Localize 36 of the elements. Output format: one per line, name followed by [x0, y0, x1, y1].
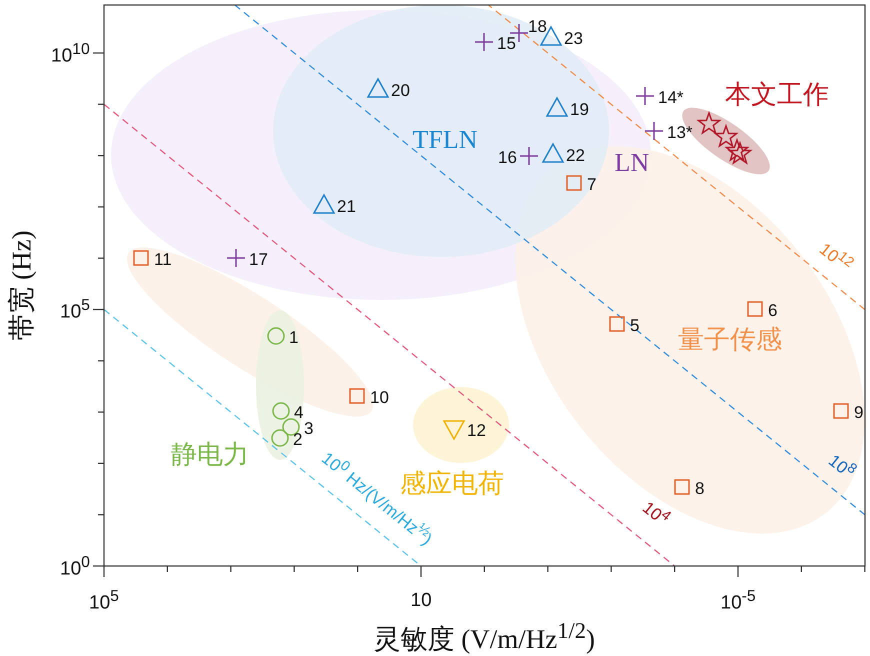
point-label: 12 [467, 422, 486, 438]
region-label: LN [614, 150, 650, 176]
axis-title: 带宽 (Hz) [8, 230, 36, 341]
point-label: 3 [304, 420, 314, 436]
point-label: 13* [667, 124, 693, 140]
region-label: 量子传感 [678, 327, 782, 353]
point-label: 16 [498, 148, 517, 166]
point-label: 6 [768, 302, 778, 318]
point-label: 15 [497, 34, 516, 52]
tick-label: 10$^{5}$ [60, 298, 90, 322]
point-label: 2 [293, 430, 302, 448]
tick-label: 10$^{-5}$ [720, 588, 756, 612]
point-label: 5 [630, 316, 640, 334]
point-label: 23 [564, 30, 583, 46]
point-label: 21 [337, 198, 356, 214]
point-label: 17 [249, 250, 268, 268]
tick-label: 10$^{5}$ [89, 588, 119, 612]
region-label: 静电力 [171, 442, 249, 468]
region-label: 本文工作 [725, 82, 829, 108]
point-label: 4 [294, 404, 304, 420]
point-label: 8 [695, 480, 704, 496]
point-label: 22 [566, 146, 585, 164]
axis-title: 灵敏度 (V/m/Hz$^{1/2}$) [374, 620, 595, 652]
point-label: 9 [854, 404, 864, 420]
point-label: 14* [658, 88, 684, 106]
point-label: 20 [391, 82, 410, 98]
point-label: 1 [289, 328, 298, 346]
region-label: TFLN [412, 127, 478, 153]
point-label: 11 [154, 250, 172, 268]
tick-label: 10$^{0}$ [60, 554, 90, 578]
tick-label: 10$^{10}$ [51, 42, 90, 65]
point-label: 7 [587, 176, 596, 192]
point-label: 10 [370, 388, 389, 406]
tick-label: 10 [410, 590, 432, 610]
point-label: 19 [570, 100, 589, 118]
point-label: 18 [528, 18, 547, 34]
